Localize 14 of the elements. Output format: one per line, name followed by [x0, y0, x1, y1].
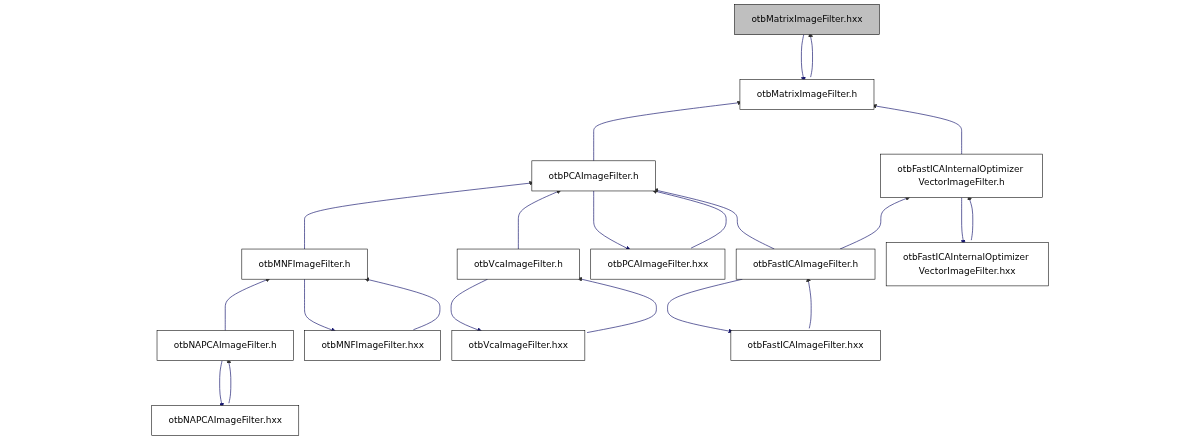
node-box: otbNAPCAImageFilter.h [156, 330, 294, 361]
node-box: otbVcaImageFilter.h [456, 248, 580, 280]
node-box: otbMatrixImageFilter.h [739, 79, 875, 110]
node-box: otbFastICAInternalOptimizer VectorImageFilter.hxx [885, 242, 1049, 287]
node-box: otbFastICAInternalOptimizer VectorImageFilter.h [880, 153, 1043, 198]
node-box: otbPCAImageFilter.h [531, 160, 656, 192]
node-box: otbMNFImageFilter.hxx [304, 330, 441, 361]
node-box: otbPCAImageFilter.hxx [590, 248, 726, 280]
node-box: otbFastICAImageFilter.hxx [730, 330, 881, 361]
node-box: otbMatrixImageFilter.hxx [734, 4, 880, 35]
node-box: otbFastICAImageFilter.h [735, 248, 876, 280]
node-box: otbMNFImageFilter.h [241, 248, 368, 280]
node-box: otbNAPCAImageFilter.hxx [151, 405, 300, 436]
node-box: otbVcaImageFilter.hxx [451, 330, 586, 361]
